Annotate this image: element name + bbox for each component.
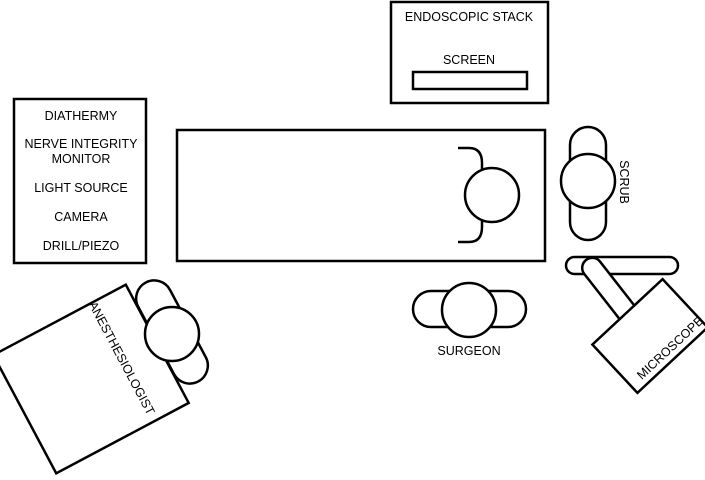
anesthesiologist-head [143,305,201,363]
surgeon-label: SURGEON [437,344,500,358]
microscope: MICROSCOPE [564,255,705,395]
screen [411,70,529,91]
light-source-label: LIGHT SOURCE [34,181,128,195]
diathermy-label: DIATHERMY [45,109,118,123]
anesthesiologist-station: ANESTHESIOLOGIST [0,279,210,476]
drill-piezo-label: DRILL/PIEZO [43,239,120,253]
screen-label: SCREEN [443,53,495,67]
scrub-person: SCRUB [559,125,631,242]
microscope-base [590,277,705,395]
camera-label: CAMERA [54,210,108,224]
monitor-label: MONITOR [52,152,111,166]
scrub-label: SCRUB [617,160,631,204]
operating-table [175,128,547,263]
surgeon-head [440,281,498,339]
surgeon-person: SURGEON [411,281,528,358]
scrub-head [559,152,617,210]
equipment-cart: DIATHERMY NERVE INTEGRITY MONITOR LIGHT … [12,97,148,265]
endoscopic-stack: ENDOSCOPIC STACK SCREEN [389,0,550,105]
equipment-cart-box [12,97,148,265]
endoscopic-stack-title: ENDOSCOPIC STACK [405,10,534,24]
nerve-integrity-label: NERVE INTEGRITY [25,137,139,151]
patient-head [463,166,521,224]
